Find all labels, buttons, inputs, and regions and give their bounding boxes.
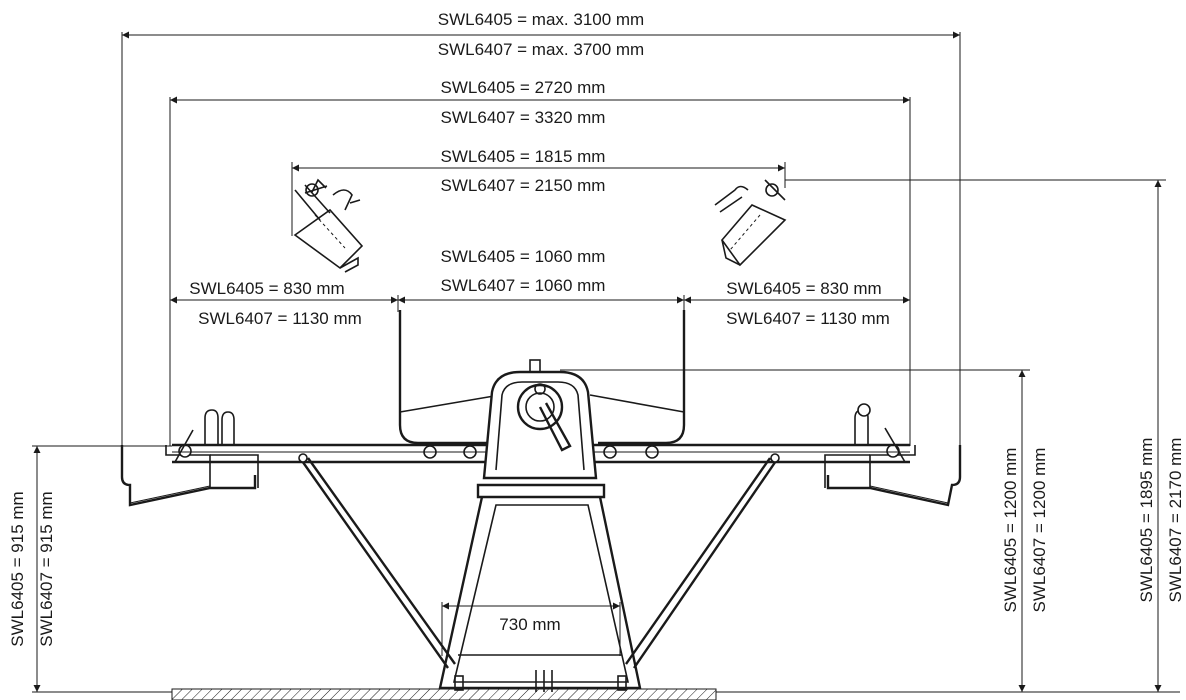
- left-width-swl6407-label: SWL6407 = 1130 mm: [198, 309, 362, 328]
- left-width-swl6405-label: SWL6405 = 830 mm: [189, 279, 344, 298]
- dimension-labels: SWL6405 = max. 3100 mm SWL6407 = max. 37…: [8, 10, 1185, 647]
- table-height-swl6407-label: SWL6407 = 915 mm: [37, 491, 56, 646]
- folded-width-swl6405-label: SWL6405 = 1815 mm: [441, 147, 606, 166]
- overall-width-swl6405-label: SWL6405 = max. 3100 mm: [438, 10, 644, 29]
- floor-hatching: [171, 688, 717, 700]
- left-conveyor-table: [120, 409, 259, 507]
- dimension-lines: [32, 31, 1180, 693]
- folded-table-right: [714, 179, 787, 267]
- folding-struts: [298, 453, 780, 669]
- folded-table-left: [293, 178, 364, 273]
- center-width-swl6407-label: SWL6407 = 1060 mm: [441, 276, 606, 295]
- right-conveyor-table: [824, 403, 962, 507]
- sheeter-machine: [120, 310, 962, 692]
- table-width-swl6407-label: SWL6407 = 3320 mm: [441, 108, 606, 127]
- folded-height-swl6405-label: SWL6405 = 1895 mm: [1137, 438, 1156, 603]
- overall-width-swl6407-label: SWL6407 = max. 3700 mm: [438, 40, 644, 59]
- table-height-swl6405-label: SWL6405 = 915 mm: [8, 491, 27, 646]
- folded-height-swl6407-label: SWL6407 = 2170 mm: [1166, 438, 1185, 603]
- machine-head: [482, 359, 598, 480]
- machine-height-swl6407-label: SWL6407 = 1200 mm: [1030, 448, 1049, 613]
- center-catch-tray: [398, 310, 686, 445]
- base-width-label: 730 mm: [499, 615, 560, 634]
- folded-width-swl6407-label: SWL6407 = 2150 mm: [441, 176, 606, 195]
- right-width-swl6405-label: SWL6405 = 830 mm: [726, 279, 881, 298]
- machine-height-swl6405-label: SWL6405 = 1200 mm: [1001, 448, 1020, 613]
- right-width-swl6407-label: SWL6407 = 1130 mm: [726, 309, 890, 328]
- center-width-swl6405-label: SWL6405 = 1060 mm: [441, 247, 606, 266]
- machine-pedestal: [438, 483, 642, 692]
- table-width-swl6405-label: SWL6405 = 2720 mm: [441, 78, 606, 97]
